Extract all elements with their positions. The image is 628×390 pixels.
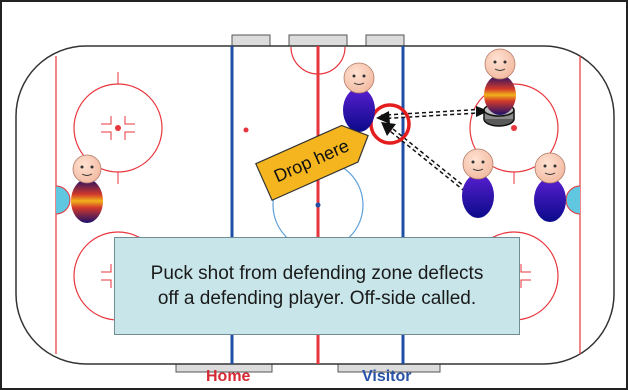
- center-dot: [315, 202, 321, 208]
- crease-right: [565, 185, 581, 215]
- home-label: Home: [206, 368, 251, 385]
- pass-arrow-icon: [376, 106, 489, 192]
- player-icon[interactable]: [71, 154, 103, 223]
- bench-top-center: [288, 34, 348, 48]
- bench-top-left: [231, 34, 271, 48]
- bench-top-right: [365, 34, 405, 48]
- player-icon[interactable]: [343, 62, 375, 132]
- referee-crease: [290, 46, 346, 75]
- drop-tag-icon: [255, 124, 369, 202]
- caption-box: Puck shot from defending zone deflects o…: [114, 237, 520, 335]
- player-icon[interactable]: [484, 48, 516, 115]
- caption-line-1: Puck shot from defending zone deflects: [150, 263, 484, 284]
- caption-line-2: off a defending player. Off-side called.: [157, 288, 477, 309]
- visitor-label: Visitor: [362, 368, 412, 385]
- player-icon[interactable]: [462, 148, 494, 218]
- drop-here-target[interactable]: Drop here: [253, 115, 379, 203]
- crease-left: [55, 185, 71, 215]
- player-icon[interactable]: [534, 152, 566, 222]
